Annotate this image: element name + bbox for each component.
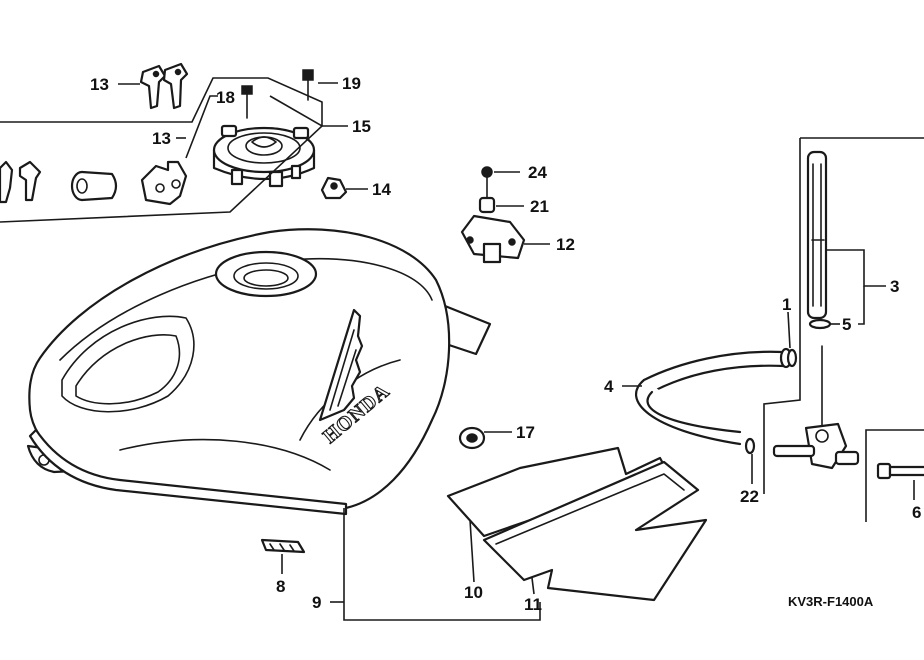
tank-mount-bracket bbox=[460, 214, 526, 264]
fuel-strainer bbox=[806, 150, 828, 320]
fuel-hose bbox=[634, 347, 793, 446]
callout-5: 5 bbox=[842, 315, 851, 334]
callout-21: 21 bbox=[530, 197, 549, 216]
key-set bbox=[139, 62, 189, 110]
callout-9: 9 bbox=[312, 593, 321, 612]
callout-11: 11 bbox=[524, 595, 542, 614]
callout-10: 10 bbox=[464, 583, 483, 602]
fuel-valve bbox=[772, 345, 860, 470]
ignition-cylinder bbox=[70, 170, 118, 202]
hose-clip-22 bbox=[744, 437, 756, 455]
callout-18: 18 bbox=[216, 88, 235, 107]
fuel-cap bbox=[212, 124, 316, 188]
leader-1 bbox=[787, 311, 791, 349]
callout-12: 12 bbox=[556, 235, 575, 254]
cap-bracket bbox=[320, 176, 348, 200]
leader-3-lower bbox=[858, 286, 865, 325]
collar-21 bbox=[478, 196, 496, 214]
cushion-8 bbox=[260, 538, 306, 554]
drawing-code: KV3R-F1400A bbox=[788, 594, 874, 609]
leader-15 bbox=[269, 95, 348, 127]
tank-insulator-11 bbox=[482, 460, 708, 602]
callout-17: 17 bbox=[516, 423, 535, 442]
leader-11 bbox=[531, 577, 535, 595]
group-bracket-9 bbox=[343, 508, 541, 621]
hose-clip-1 bbox=[786, 348, 798, 368]
fuel-tank: HONDA bbox=[26, 228, 492, 516]
o-ring bbox=[808, 318, 832, 330]
callout-19: 19 bbox=[342, 74, 361, 93]
callout-24: 24 bbox=[528, 163, 547, 182]
leader-3 bbox=[826, 249, 886, 287]
bolt-6 bbox=[876, 462, 924, 480]
callout-13-lockset: 13 bbox=[152, 129, 171, 148]
seat-lock bbox=[140, 160, 188, 206]
screw-19 bbox=[302, 69, 314, 101]
bolt-24 bbox=[481, 166, 493, 201]
valve-assembly-bracket-side bbox=[763, 138, 801, 494]
callout-4: 4 bbox=[604, 377, 614, 396]
callout-22: 22 bbox=[740, 487, 759, 506]
leader-10 bbox=[469, 519, 475, 583]
lock-set-bracket bbox=[0, 77, 323, 223]
callout-6: 6 bbox=[912, 503, 921, 522]
callout-8: 8 bbox=[276, 577, 285, 596]
leader-6-bracket bbox=[865, 429, 924, 522]
screw-18 bbox=[241, 85, 253, 119]
callout-14: 14 bbox=[372, 180, 391, 199]
callout-15: 15 bbox=[352, 117, 371, 136]
callout-13-keys: 13 bbox=[90, 75, 109, 94]
callout-1: 1 bbox=[782, 295, 791, 314]
grommet bbox=[458, 426, 486, 450]
callout-3: 3 bbox=[890, 277, 899, 296]
leader-18 bbox=[185, 95, 218, 159]
lock-set-keys-left bbox=[0, 160, 42, 204]
